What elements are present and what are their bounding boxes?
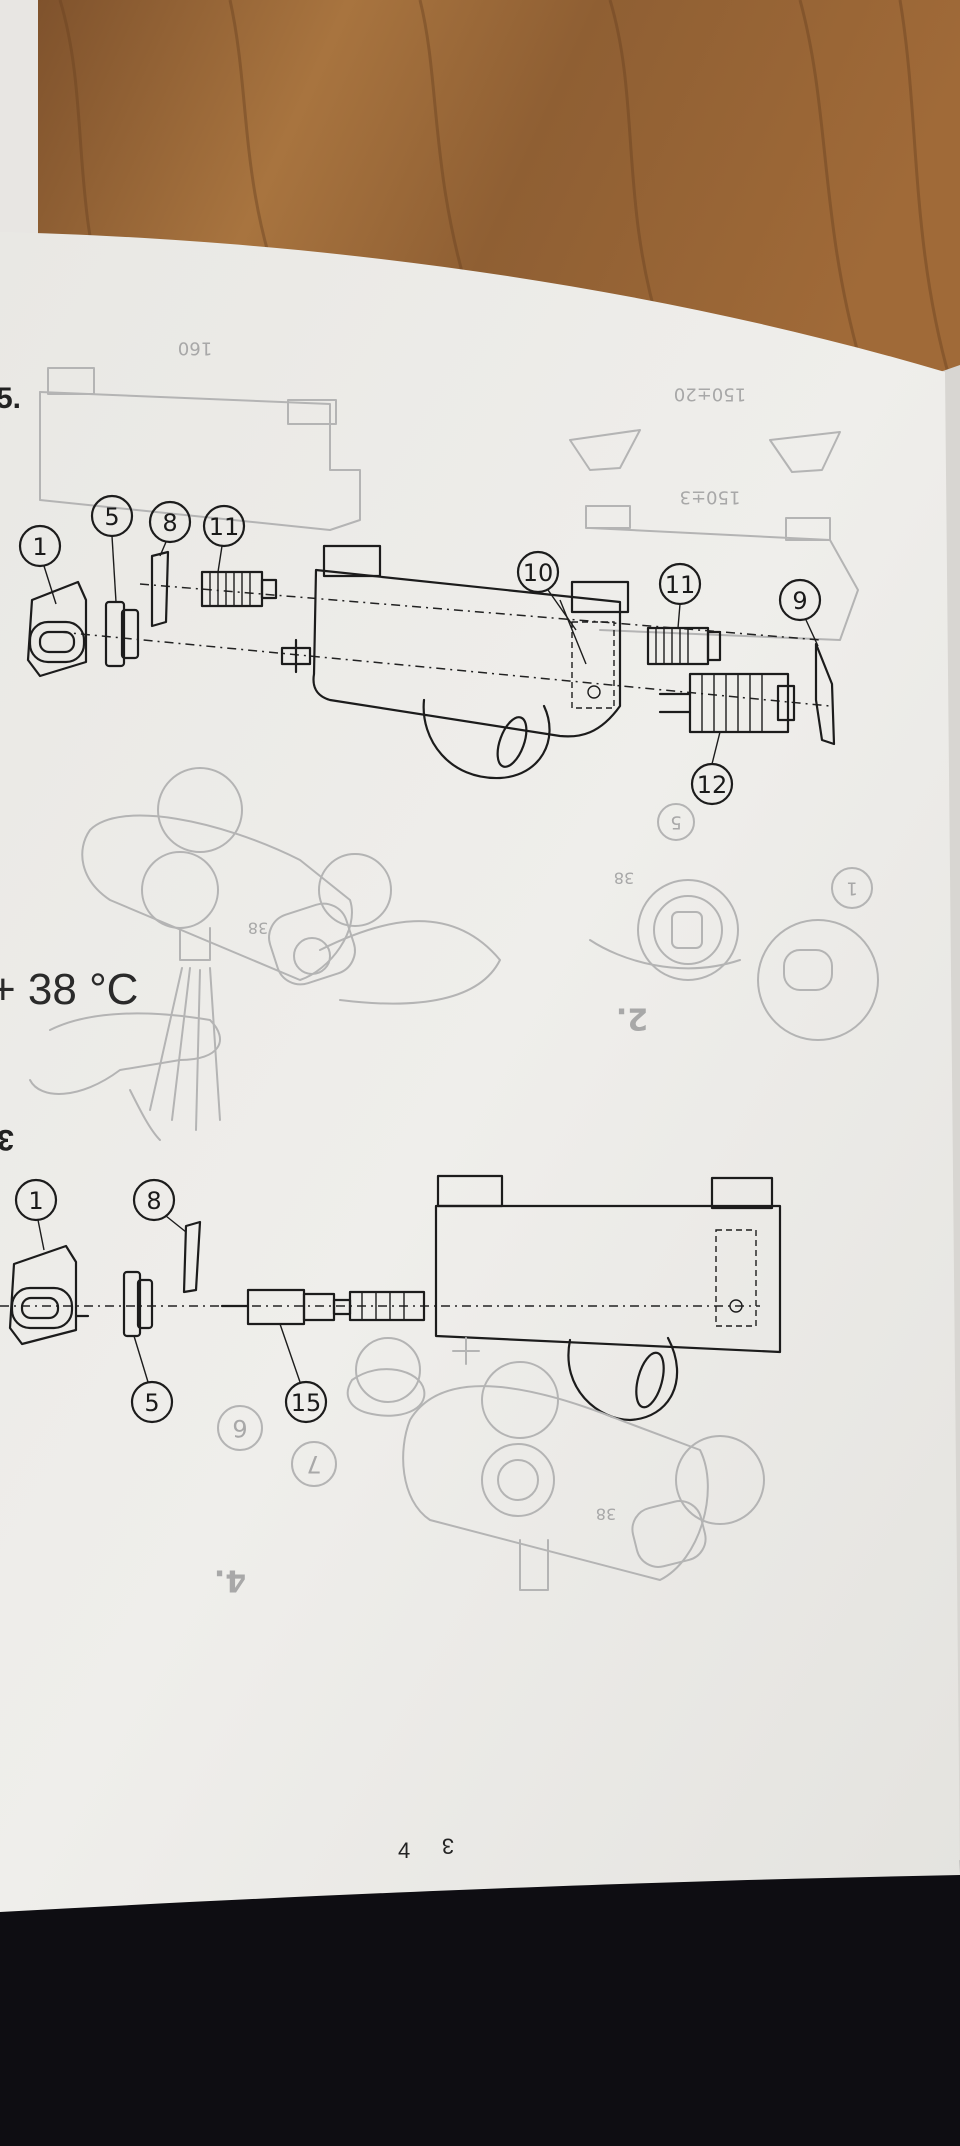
bottom-callout-1: 1 [28, 1187, 43, 1215]
callout-1: 1 [32, 533, 47, 561]
mirrored-callout-1: 1 [846, 878, 857, 899]
top-cap-part [150, 550, 170, 628]
mirrored-dim-150-20: 150±20 [674, 384, 746, 405]
page-number-mirrored: 3 [442, 1834, 454, 1859]
bottom-callout-15: 15 [291, 1389, 322, 1417]
callout-10: 10 [523, 559, 554, 587]
bottom-callout-8: 8 [146, 1187, 161, 1215]
page-number: 4 [398, 1838, 410, 1863]
middle-ghost-mixer: 38 [29, 767, 501, 1141]
mirrored-handle-marking-38: 38 [596, 1505, 616, 1524]
mirrored-callout-6: 6 [232, 1414, 247, 1442]
bottom-mixer-body [434, 1174, 782, 1422]
top-spindle [280, 638, 312, 674]
callout-9: 9 [792, 587, 807, 615]
bottom-cap-part [182, 1220, 202, 1294]
mirrored-dim-150-3: 150±3 [680, 487, 741, 508]
step-5-label: 5. [0, 382, 21, 415]
top-axis-line-upper [139, 583, 821, 641]
mirrored-callout-7: 7 [306, 1450, 321, 1478]
bottom-valve-part [220, 1288, 426, 1326]
bottom-callouts: 1 8 5 15 [14, 1178, 328, 1424]
step-2-mirrored: 2. [616, 1001, 648, 1036]
mirrored-dim-160: 160 [178, 338, 212, 359]
callout-11-left: 11 [209, 513, 240, 541]
callout-11-right: 11 [665, 571, 696, 599]
top-cartridge-part [200, 570, 278, 608]
mirrored-callout-5: 5 [670, 812, 681, 833]
bottom-handle-part [8, 1244, 90, 1346]
bleed-through-top: 160 150±20 150±3 [39, 338, 859, 641]
bottom-callout-5: 5 [144, 1389, 159, 1417]
top-ring-part [104, 600, 140, 668]
top-cap-9 [814, 642, 836, 746]
white-card-edge [0, 0, 38, 240]
callout-12: 12 [697, 771, 728, 799]
step-4-mirrored: 4. [214, 1563, 246, 1598]
temperature-label: + 38 °C [0, 965, 138, 1014]
top-mixer-body [312, 544, 630, 780]
wood-grain [58, 0, 952, 381]
step-3-partial: 3 [0, 1123, 14, 1156]
middle-right-ghost: 5 1 38 2. [589, 803, 879, 1041]
top-handle-part [26, 580, 88, 678]
top-right-cartridge-11 [646, 626, 722, 666]
bottom-ring-part [122, 1270, 154, 1338]
callout-5: 5 [104, 503, 119, 531]
callout-8: 8 [162, 509, 177, 537]
top-callouts: 1 5 8 11 10 11 9 12 [18, 494, 822, 806]
handle-marking-38: 38 [248, 919, 268, 938]
top-thermo-cartridge-12 [658, 672, 796, 734]
mirrored-marking-38: 38 [614, 869, 634, 888]
manual-page [0, 232, 960, 1912]
bottom-ghost-mixer: 38 6 7 4. [214, 1337, 765, 1598]
